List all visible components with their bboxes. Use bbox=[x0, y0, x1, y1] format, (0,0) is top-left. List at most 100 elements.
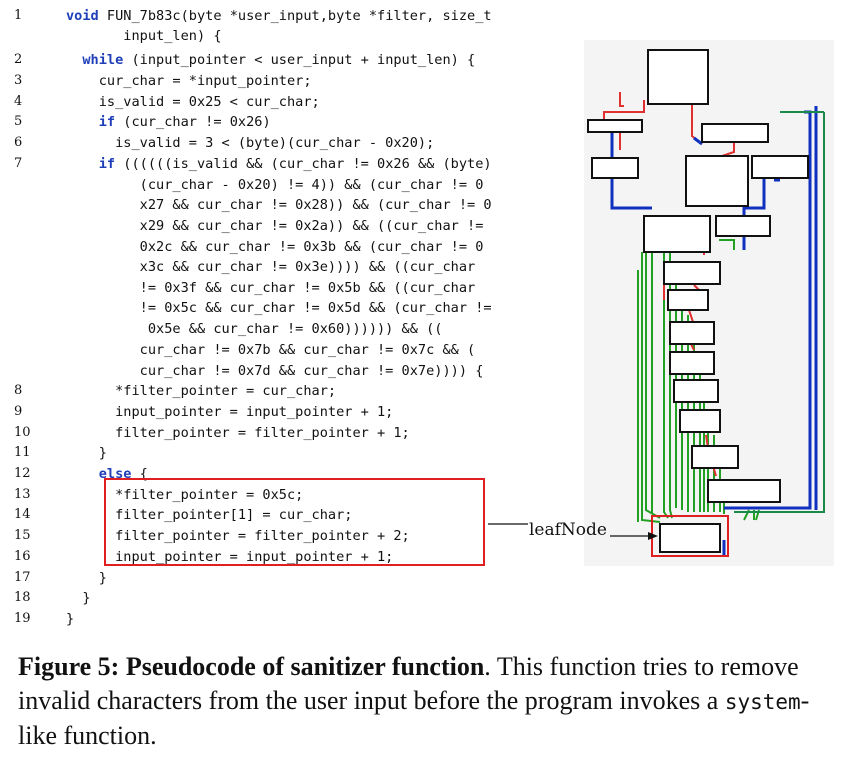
line-number: 11 bbox=[14, 445, 31, 460]
line-number: 5 bbox=[14, 114, 23, 129]
code-segment: input_pointer = input_pointer + 1; bbox=[66, 549, 394, 565]
code-text: *filter_pointer = cur_char; bbox=[66, 381, 336, 401]
code-segment: != 0x5c && cur_char != 0x5d && (cur_char… bbox=[66, 300, 492, 316]
cfg-block-leaf bbox=[659, 523, 721, 553]
code-segment: } bbox=[66, 611, 75, 627]
line-number: 19 bbox=[14, 611, 31, 626]
code-segment: } bbox=[66, 590, 91, 606]
code-text: input_pointer = input_pointer + 1; bbox=[66, 402, 393, 422]
code-text: filter_pointer = filter_pointer + 1; bbox=[66, 423, 410, 443]
code-segment: filter_pointer = filter_pointer + 1; bbox=[66, 425, 410, 441]
code-text: cur_char != 0x7d && cur_char != 0x7e))))… bbox=[66, 361, 484, 381]
code-text: input_pointer = input_pointer + 1; bbox=[66, 547, 393, 567]
caption-figure-label: Figure 5: Pseudocode of sanitizer functi… bbox=[18, 652, 485, 681]
leaf-node-label: leafNode bbox=[529, 520, 607, 540]
line-number: 6 bbox=[14, 135, 23, 150]
code-text: } bbox=[66, 568, 107, 588]
leaf-node-arrows bbox=[488, 523, 658, 540]
code-segment: (cur_char - 0x20) != 4)) && (cur_char !=… bbox=[66, 177, 484, 193]
code-segment: (cur_char != 0x26) bbox=[115, 114, 271, 130]
code-segment: (input_pointer < user_input + input_len)… bbox=[123, 52, 476, 68]
code-text: input_len) { bbox=[66, 26, 222, 46]
code-text: x27 && cur_char != 0x28)) && (cur_char !… bbox=[66, 195, 492, 215]
code-segment: is_valid = 3 < (byte)(cur_char - 0x20); bbox=[66, 135, 435, 151]
code-text: if ((((((is_valid && (cur_char != 0x26 &… bbox=[66, 154, 492, 174]
code-keyword: while bbox=[82, 52, 124, 68]
code-segment: x27 && cur_char != 0x28)) && (cur_char !… bbox=[66, 197, 492, 213]
code-segment bbox=[66, 52, 82, 68]
code-segment: *filter_pointer = cur_char; bbox=[66, 383, 337, 399]
line-number: 12 bbox=[14, 466, 31, 481]
code-text: is_valid = 0x25 < cur_char; bbox=[66, 92, 320, 112]
line-number: 18 bbox=[14, 590, 31, 605]
code-text: cur_char != 0x7b && cur_char != 0x7c && … bbox=[66, 340, 476, 360]
code-segment: } bbox=[66, 445, 107, 461]
code-text: (cur_char - 0x20) != 4)) && (cur_char !=… bbox=[66, 175, 484, 195]
code-segment bbox=[66, 156, 99, 172]
code-segment: FUN_7b83c(byte *user_input,byte *filter,… bbox=[98, 8, 492, 24]
code-segment: { bbox=[131, 466, 148, 482]
code-segment: *filter_pointer = 0x5c; bbox=[66, 487, 304, 503]
code-keyword: if bbox=[98, 114, 116, 130]
code-text: cur_char = *input_pointer; bbox=[66, 71, 312, 91]
code-text: x29 && cur_char != 0x2a)) && ((cur_char … bbox=[66, 216, 484, 236]
code-segment bbox=[66, 114, 99, 130]
code-text: 0x5e && cur_char != 0x60)))))) && (( bbox=[66, 319, 443, 339]
line-number: 3 bbox=[14, 73, 23, 88]
cfg-block-entry bbox=[647, 49, 709, 105]
caption-code-word: system bbox=[724, 690, 801, 714]
code-segment: input_pointer = input_pointer + 1; bbox=[66, 404, 394, 420]
line-number: 7 bbox=[14, 156, 23, 171]
code-segment: is_valid = 0x25 < cur_char; bbox=[66, 94, 320, 110]
code-text: is_valid = 3 < (byte)(cur_char - 0x20); bbox=[66, 133, 434, 153]
code-keyword: void bbox=[66, 8, 99, 24]
else-branch-highlight-box bbox=[104, 478, 485, 566]
line-number: 17 bbox=[14, 570, 31, 585]
code-text: filter_pointer[1] = cur_char; bbox=[66, 505, 352, 525]
line-number: 10 bbox=[14, 425, 31, 440]
code-segment: cur_char != 0x7b && cur_char != 0x7c && … bbox=[66, 342, 476, 358]
code-text: } bbox=[66, 588, 91, 608]
code-text: filter_pointer = filter_pointer + 2; bbox=[66, 526, 410, 546]
code-segment: 0x2c && cur_char != 0x3b && (cur_char !=… bbox=[66, 239, 484, 255]
code-text: } bbox=[66, 443, 107, 463]
line-number: 2 bbox=[14, 52, 23, 67]
code-text: 0x2c && cur_char != 0x3b && (cur_char !=… bbox=[66, 237, 484, 257]
line-number: 4 bbox=[14, 94, 23, 109]
code-text: while (input_pointer < user_input + inpu… bbox=[66, 50, 475, 70]
code-text: != 0x5c && cur_char != 0x5d && (cur_char… bbox=[66, 298, 492, 318]
line-number: 16 bbox=[14, 549, 31, 564]
code-segment: filter_pointer = filter_pointer + 2; bbox=[66, 528, 410, 544]
caption-text: . This function tries to remove invalid … bbox=[18, 652, 799, 715]
code-segment: filter_pointer[1] = cur_char; bbox=[66, 507, 353, 523]
line-number: 13 bbox=[14, 487, 31, 502]
code-segment: cur_char != 0x7d && cur_char != 0x7e))))… bbox=[66, 363, 484, 379]
code-segment: } bbox=[66, 570, 107, 586]
code-text: x3c && cur_char != 0x3e)))) && ((cur_cha… bbox=[66, 257, 476, 277]
line-number: 9 bbox=[14, 404, 23, 419]
code-segment bbox=[66, 466, 99, 482]
control-flow-graph bbox=[584, 40, 834, 566]
line-number: 1 bbox=[14, 8, 23, 23]
code-segment: ((((((is_valid && (cur_char != 0x26 && (… bbox=[115, 156, 492, 172]
cfg-basic-blocks bbox=[587, 49, 809, 553]
figure-caption: Figure 5: Pseudocode of sanitizer functi… bbox=[18, 650, 833, 753]
code-text: if (cur_char != 0x26) bbox=[66, 112, 271, 132]
code-text: != 0x3f && cur_char != 0x5b && ((cur_cha… bbox=[66, 278, 476, 298]
code-text: } bbox=[66, 609, 74, 629]
code-segment: x29 && cur_char != 0x2a)) && ((cur_char … bbox=[66, 218, 484, 234]
cfg-outer-loop-edge bbox=[734, 111, 825, 513]
line-number: 15 bbox=[14, 528, 31, 543]
code-text: void FUN_7b83c(byte *user_input,byte *fi… bbox=[66, 6, 492, 26]
code-segment: != 0x3f && cur_char != 0x5b && ((cur_cha… bbox=[66, 280, 476, 296]
code-segment: x3c && cur_char != 0x3e)))) && ((cur_cha… bbox=[66, 259, 476, 275]
code-text: *filter_pointer = 0x5c; bbox=[66, 485, 303, 505]
caption-text-end: -like function. bbox=[18, 686, 810, 750]
code-segment: cur_char = *input_pointer; bbox=[66, 73, 312, 89]
line-number: 14 bbox=[14, 507, 31, 522]
code-segment: input_len) { bbox=[66, 28, 222, 44]
code-keyword: if bbox=[98, 156, 116, 172]
code-segment: 0x5e && cur_char != 0x60)))))) && (( bbox=[66, 321, 443, 337]
line-number: 8 bbox=[14, 383, 23, 398]
